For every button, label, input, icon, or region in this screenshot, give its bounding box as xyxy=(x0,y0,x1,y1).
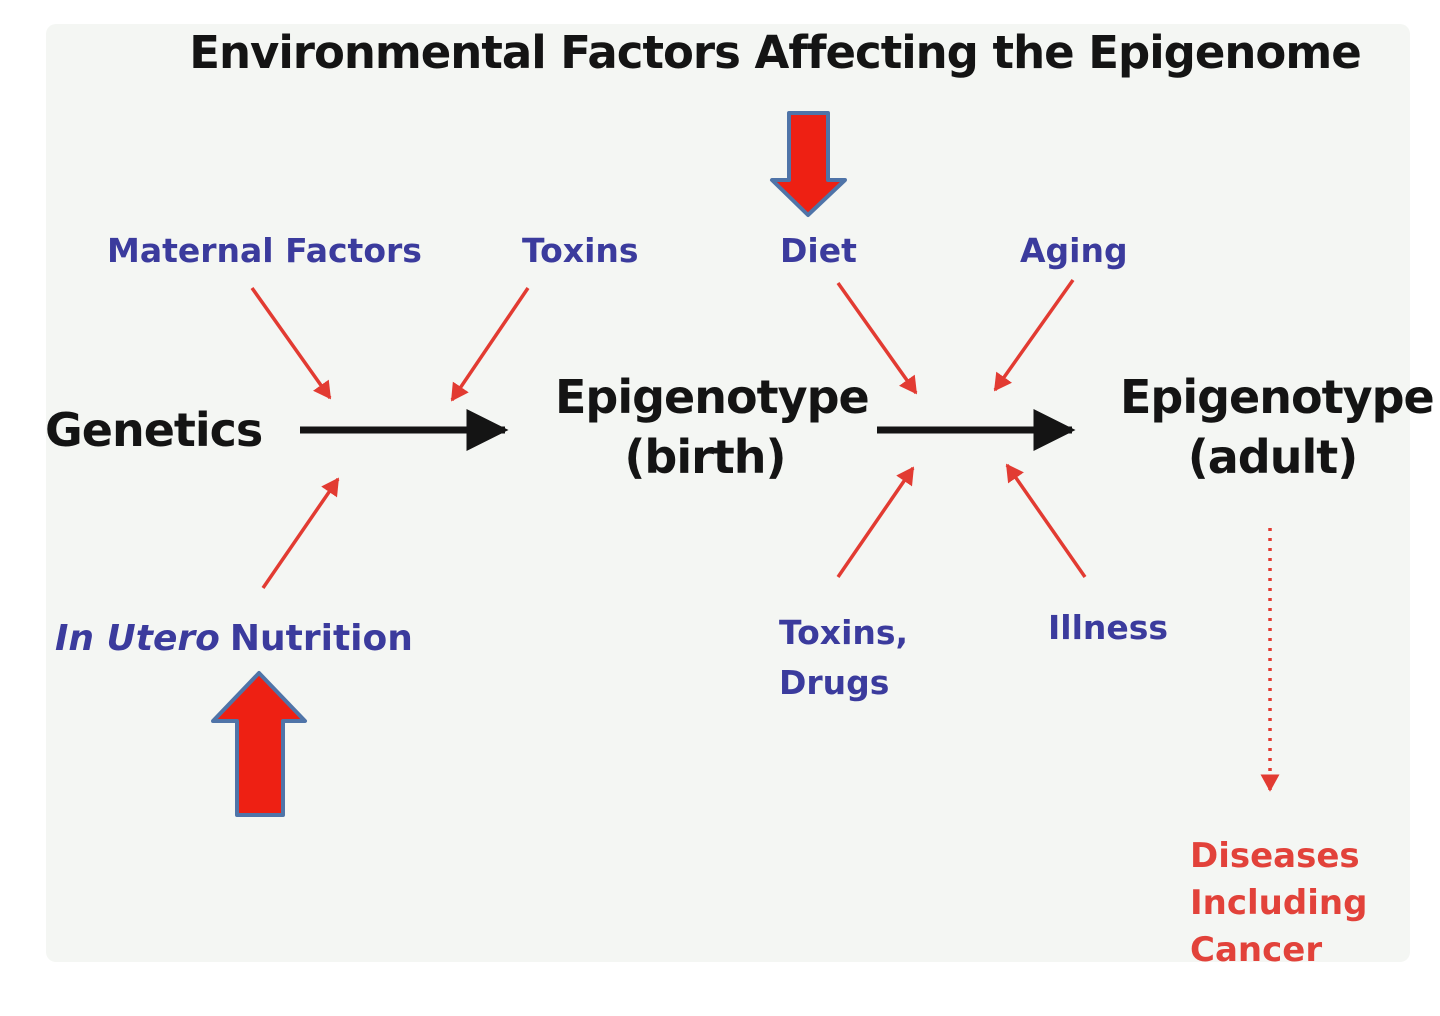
node-epigenotype-adult-line1: Epigenotype xyxy=(1120,370,1435,424)
node-epigenotype-birth-line1: Epigenotype xyxy=(555,370,870,424)
in-utero-italic-text: In Utero xyxy=(55,618,220,659)
node-epigenotype-adult-line2: (adult) xyxy=(1187,429,1359,484)
toxins-drugs-line2: Drugs xyxy=(779,662,890,702)
diagram-title: Environmental Factors Affecting the Epig… xyxy=(189,26,1362,79)
outcome-line1: Diseases xyxy=(1190,836,1360,876)
outcome-diseases-label: Diseases Including Cancer xyxy=(1190,833,1367,974)
factor-label-diet: Diet xyxy=(780,231,857,270)
factor-label-toxins-birth: Toxins xyxy=(522,231,639,270)
factor-label-maternal: Maternal Factors xyxy=(107,231,422,270)
node-epigenotype-birth-line2: (birth) xyxy=(624,429,786,484)
outcome-line3: Cancer xyxy=(1190,929,1323,970)
node-epigenotype-birth: Epigenotype (birth) xyxy=(555,368,870,488)
factor-label-toxins-drugs: Toxins, Drugs xyxy=(779,608,908,707)
node-epigenotype-adult: Epigenotype (adult) xyxy=(1120,368,1435,488)
diagram-canvas xyxy=(46,24,1410,962)
factor-label-aging: Aging xyxy=(1020,231,1128,270)
toxins-drugs-line1: Toxins, xyxy=(779,613,909,652)
nutrition-text: Nutrition xyxy=(229,618,413,659)
factor-label-illness: Illness xyxy=(1048,608,1169,647)
node-genetics: Genetics xyxy=(45,403,263,457)
outcome-line2: Including xyxy=(1190,882,1368,923)
